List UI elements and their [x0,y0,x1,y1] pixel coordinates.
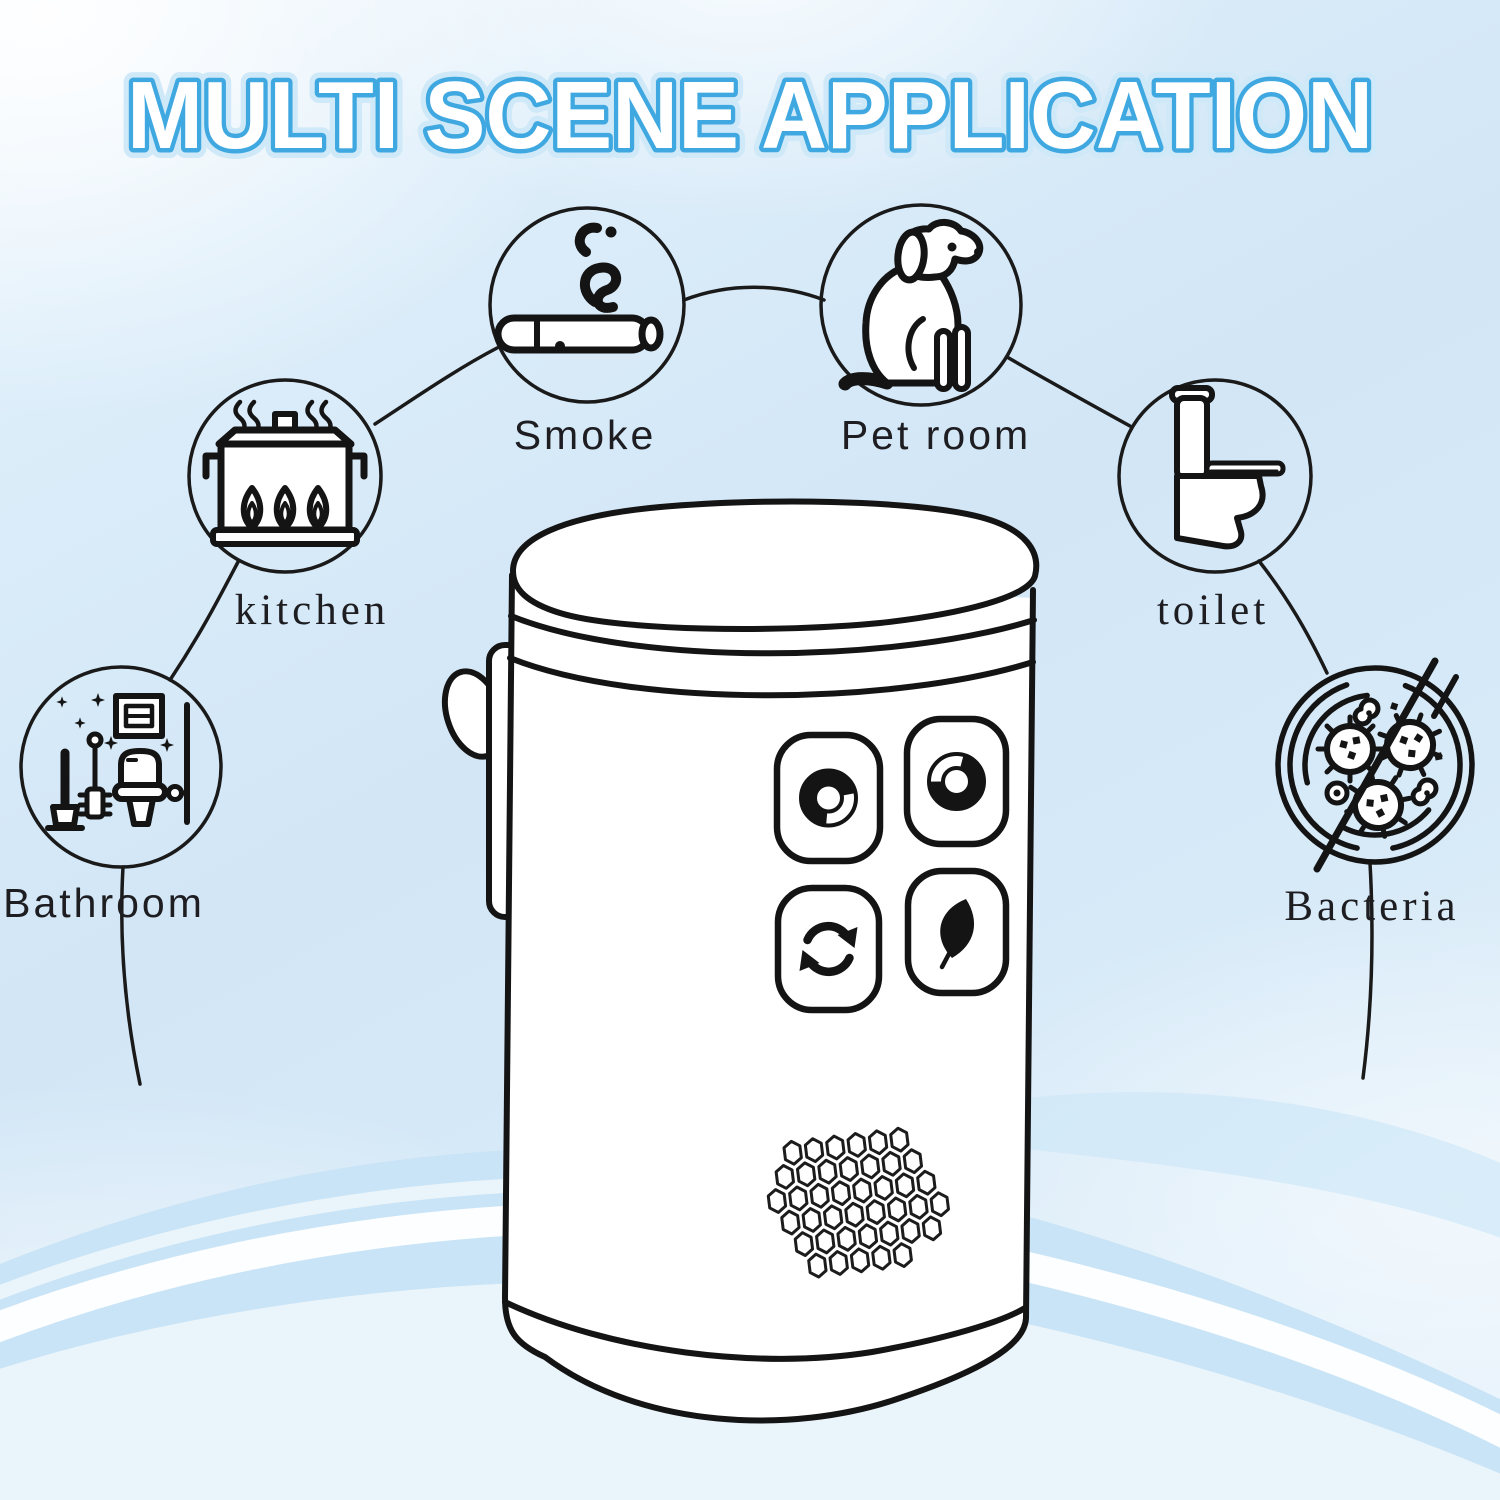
cooking-pot-icon [202,399,368,547]
connector-petroom-toilet [1005,355,1132,428]
device-dial-button [773,731,884,865]
device-collar-line [508,613,1037,657]
pot-handle [345,452,368,480]
toilet-brush-icon [77,731,113,820]
device-base-band [502,1299,1028,1362]
cigarette-tip [638,316,664,352]
device-body-outline [502,572,1036,1424]
plunger-icon [45,748,85,831]
bacteria-middle-ring [1287,677,1463,853]
device-body-fill [505,572,1033,1421]
connector-bathroom-kitchen [168,560,240,682]
ash-dot [555,341,565,351]
pot-handle [202,452,225,480]
dog-ear [894,228,928,284]
burner-base [210,527,360,547]
toilet-tank [1174,395,1210,481]
toilet-icon [1169,385,1286,550]
germ-icon [1344,771,1412,839]
cigarette-icon [494,222,664,354]
page-title: MULTI SCENE APPLICATION MULTI SCENE APPL… [117,52,1383,179]
scene-label-kitchen: kitchen [234,587,390,634]
page-title-text: MULTI SCENE APPLICATION [127,62,1373,169]
scene-circle-kitchen [187,378,383,574]
connector-toilet-bacteria [1257,559,1329,675]
connector-bathroom-tail [120,865,142,1086]
door-icon [166,702,190,825]
scene-circles [19,203,1313,869]
connector-bacteria-tail [1361,861,1374,1080]
connector-smoke-petroom [682,285,826,302]
device-illustration [441,498,1040,1424]
scene-circle-toilet [1117,378,1313,574]
flame-icon [240,485,330,531]
dog-front-leg [934,328,953,392]
smoke-wisp [574,222,602,257]
connector-kitchen-smoke [373,346,499,426]
device-cycle-button [774,884,883,1014]
dog-icon [838,219,984,392]
smoke-wisp [580,262,622,313]
prohibition-slash [1313,657,1439,873]
mirror-icon [113,693,165,739]
scene-label-pet-room: Pet room [840,412,1032,458]
prohibition-slash-stub [1431,674,1459,719]
dog-front-leg [952,324,971,392]
page-title-halo: MULTI SCENE APPLICATION [127,62,1373,169]
cycle-arrows-icon [799,921,858,977]
device-dial-button [903,715,1010,848]
scene-circle-pet-room [819,203,1023,407]
dog-hind-leg-line [905,316,926,371]
scene-circle-smoke [488,206,686,404]
bacteria-inner-ring [1302,692,1448,838]
device-lid [510,498,1040,632]
cigarette-body [494,314,652,354]
smoke-dot [605,226,617,238]
scene-circle-bathroom [19,665,223,869]
dog-nose [974,248,982,256]
device-collar-line [507,655,1036,699]
sparkle-icon [56,693,174,752]
scene-label-toilet: toilet [1156,587,1270,634]
microbe-blob-icon [1324,697,1443,807]
dial-knob-icon [927,752,986,811]
germ-icon [1315,714,1385,784]
leaf-icon [939,899,975,970]
germ-icon [1377,712,1443,778]
toilet-bowl [1174,473,1266,550]
no-bacteria-icon [1275,657,1475,873]
scene-label-bathroom: Bathroom [3,880,205,926]
scene-label-smoke: Smoke [513,412,657,458]
bacteria-outer-ring [1275,665,1475,865]
toilet-front-icon [112,748,168,827]
bathroom-cleaning-icon [45,693,190,831]
connector-lines [120,285,1374,1086]
scene-label-bacteria: Bacteria [1284,883,1460,930]
dog-eye [947,242,957,252]
